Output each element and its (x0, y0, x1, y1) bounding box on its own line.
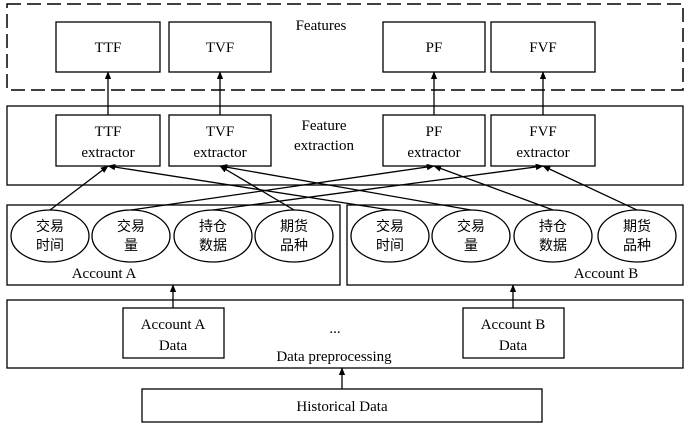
account-a-node-futures-type (254, 209, 334, 263)
extractor-tvf-line2: extractor (193, 145, 246, 161)
feature-fvf-label: FVF (529, 40, 557, 56)
account-a-node-trade-volume-line1: 交易 (117, 218, 145, 235)
account-b-node-position-data-line1: 持仓 (539, 219, 567, 235)
feature-extraction-title-line1: Feature (302, 118, 347, 134)
arrow-b-futures-type-to-fvf (542, 165, 638, 211)
extractor-fvf-line2: extractor (516, 145, 569, 161)
account-b-data-box (462, 307, 565, 359)
arrow-b-trade-time-to-ttf (107, 163, 391, 211)
arrow-a-futures-type-to-tvf (219, 165, 295, 211)
feature-extraction-title-line2: extraction (294, 138, 354, 154)
arrow-a-trade-volume-to-pf (130, 163, 435, 211)
account-b-data-line2: Data (499, 338, 528, 354)
extractor-fvf-line1: FVF (529, 124, 557, 140)
account-a-data-line2: Data (159, 338, 188, 354)
account-b-data-line1: Account B (481, 317, 546, 333)
features-title: Features (296, 18, 347, 34)
account-a-node-position-data (173, 209, 253, 263)
account-a-data-box (122, 307, 225, 359)
account-a-node-trade-time (10, 209, 90, 263)
arrow-a-trade-time-to-ttf (49, 165, 109, 211)
feature-pf-label: PF (426, 40, 443, 56)
account-b-node-position-data-line2: 数据 (539, 238, 567, 254)
account-b-node-trade-time-line1: 交易 (376, 218, 404, 235)
account-b-node-futures-type-line2: 品种 (623, 238, 651, 254)
feature-tvf-label: TVF (206, 40, 234, 56)
feature-ttf-label: TTF (95, 40, 122, 56)
extractor-box-pf (382, 114, 486, 167)
account-a-node-position-data-line1: 持仓 (199, 219, 227, 235)
account-b-node-futures-type-line1: 期货 (623, 218, 651, 235)
extractor-ttf-line2: extractor (81, 145, 134, 161)
feature-box-fvf (490, 21, 596, 73)
historical-data-box (141, 388, 543, 423)
feature-box-tvf (168, 21, 272, 73)
account-b-node-trade-time (350, 209, 430, 263)
account-b-label: Account B (574, 266, 639, 282)
account-a-node-futures-type-line2: 品种 (280, 238, 308, 254)
extractor-pf-line1: PF (426, 124, 443, 140)
account-a-node-position-data-line2: 数据 (199, 238, 227, 254)
account-b-node-position-data (513, 209, 593, 263)
feature-extraction-group (6, 105, 684, 186)
account-a-node-trade-volume (91, 209, 171, 263)
historical-data-label: Historical Data (296, 399, 388, 415)
account-a-node-trade-volume-line2: 量 (124, 238, 138, 254)
extractor-box-ttf (55, 114, 161, 167)
account-a-data-line1: Account A (141, 317, 206, 333)
extractor-pf-line2: extractor (407, 145, 460, 161)
account-b-node-trade-time-line2: 时间 (376, 238, 404, 254)
arrow-b-trade-volume-to-tvf (219, 164, 472, 211)
account-a-node-trade-time-line1: 交易 (36, 218, 64, 235)
account-b-node-trade-volume-line1: 交易 (457, 218, 485, 235)
arrow-a-position-to-fvf (212, 163, 544, 211)
extractor-ttf-line1: TTF (95, 124, 122, 140)
feature-box-ttf (55, 21, 161, 73)
features-group (6, 3, 684, 91)
account-a-node-trade-time-line2: 时间 (36, 238, 64, 254)
account-b-node-trade-volume (431, 209, 511, 263)
account-a-label: Account A (72, 266, 137, 282)
account-a-node-futures-type-line1: 期货 (280, 218, 308, 235)
account-b-node-trade-volume-line2: 量 (464, 238, 478, 254)
data-preprocessing-title: Data preprocessing (276, 349, 392, 365)
account-b-node-futures-type (597, 209, 677, 263)
extractor-box-tvf (168, 114, 272, 167)
extractor-tvf-line1: TVF (206, 124, 234, 140)
ellipsis-label: ... (329, 321, 340, 337)
arrow-b-position-to-pf (433, 165, 554, 211)
